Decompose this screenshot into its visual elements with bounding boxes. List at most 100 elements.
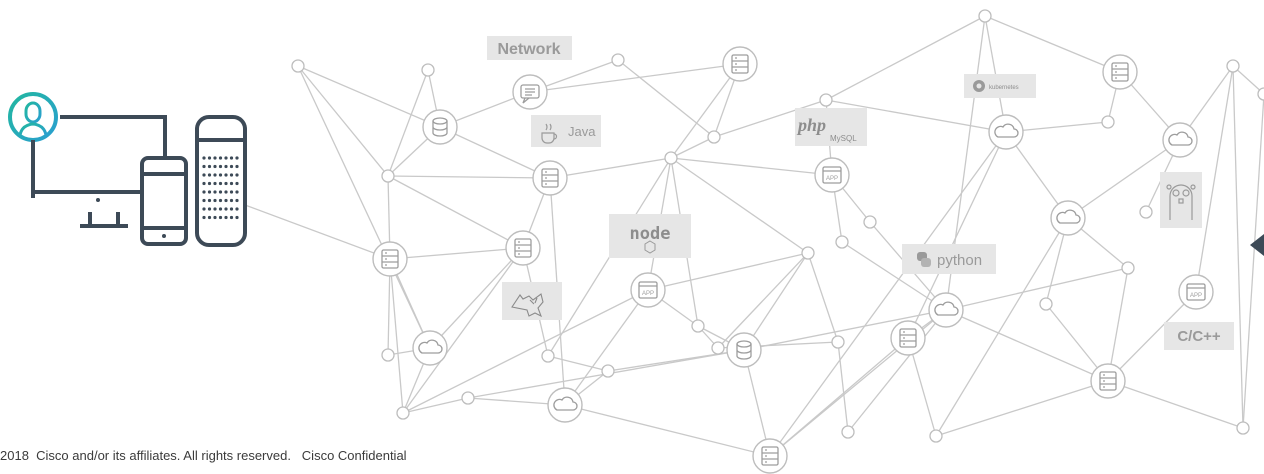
network-node bbox=[863, 215, 877, 229]
node-tag: node bbox=[609, 214, 691, 258]
speaker-grille-dot bbox=[207, 190, 212, 194]
network-link bbox=[713, 99, 827, 138]
speaker-grille-dot bbox=[207, 173, 212, 177]
speaker-grille-dot bbox=[235, 181, 239, 186]
server-node bbox=[722, 46, 758, 82]
network-link bbox=[387, 69, 429, 177]
cloud-node bbox=[1050, 200, 1086, 236]
smart-speaker-icon bbox=[195, 115, 247, 247]
network-node bbox=[1139, 205, 1153, 219]
network-link bbox=[564, 404, 771, 457]
network-link bbox=[825, 15, 986, 101]
speaker-grille-dot bbox=[218, 207, 223, 211]
speaker-grille-dot bbox=[229, 198, 234, 203]
network-link bbox=[841, 241, 947, 311]
network-link bbox=[387, 175, 551, 179]
network-link bbox=[717, 252, 809, 349]
network-node bbox=[541, 349, 555, 363]
server-icon bbox=[514, 238, 532, 258]
database-icon bbox=[432, 117, 448, 137]
network-node bbox=[396, 406, 410, 420]
speaker-grille-dot bbox=[202, 198, 206, 203]
network-link bbox=[1232, 65, 1244, 429]
network-link bbox=[1107, 291, 1197, 382]
speaker-grille-dot bbox=[229, 207, 234, 211]
app-label: APP bbox=[642, 291, 654, 297]
network-node bbox=[381, 348, 395, 362]
network-link bbox=[297, 65, 431, 349]
network-link bbox=[1107, 267, 1129, 382]
cloud-icon bbox=[553, 396, 578, 411]
kubernetes-tag: kubernetes bbox=[964, 74, 1036, 98]
speaker-grille-dot bbox=[224, 190, 228, 194]
speaker-grille-dot bbox=[202, 190, 206, 194]
network-node bbox=[831, 335, 845, 349]
next-arrow-icon bbox=[1250, 234, 1264, 256]
server-icon bbox=[381, 249, 399, 269]
network-node bbox=[601, 364, 615, 378]
server-node bbox=[505, 230, 541, 266]
network-link bbox=[945, 309, 1109, 382]
network-link bbox=[549, 157, 672, 179]
server-node bbox=[532, 160, 568, 196]
network-node bbox=[1121, 261, 1135, 275]
cloud-icon bbox=[934, 301, 959, 316]
speaker-grille-dot bbox=[213, 198, 217, 203]
speaker-grille-dot bbox=[235, 190, 239, 194]
network-link bbox=[984, 15, 1121, 73]
network-node bbox=[841, 425, 855, 439]
speaker-grille-dot bbox=[207, 207, 212, 211]
server-icon bbox=[899, 328, 917, 348]
server-icon bbox=[541, 168, 559, 188]
speaker-grille-dot bbox=[213, 173, 217, 177]
tomcat-cat-icon bbox=[511, 293, 544, 318]
network-link bbox=[429, 247, 524, 349]
network-link bbox=[670, 157, 809, 254]
server-icon bbox=[761, 446, 779, 466]
network-link bbox=[439, 126, 551, 179]
app-label: APP bbox=[1190, 293, 1202, 299]
node-label: node bbox=[630, 224, 671, 244]
network-node bbox=[711, 341, 725, 355]
speaker-grille-dot bbox=[235, 198, 239, 203]
network-link bbox=[907, 131, 1007, 339]
speaker-grille-dot bbox=[213, 156, 217, 160]
app-window-icon bbox=[822, 166, 842, 184]
speaker-grille-dot bbox=[224, 215, 228, 220]
cloud-icon bbox=[418, 339, 443, 354]
network-link bbox=[670, 157, 833, 176]
mysql-label: MySQL bbox=[830, 134, 857, 143]
server-node bbox=[752, 438, 788, 474]
speaker-grille-dot bbox=[224, 198, 228, 203]
network-tag: Network bbox=[487, 36, 572, 60]
speaker-grille-dot bbox=[213, 190, 217, 194]
php-label: php bbox=[796, 115, 826, 135]
network-link bbox=[529, 63, 741, 93]
network-node bbox=[819, 93, 833, 107]
phone-icon bbox=[140, 156, 188, 246]
speaker-grille-dot bbox=[202, 173, 206, 177]
python-label: python bbox=[937, 252, 982, 269]
network-link bbox=[617, 59, 715, 138]
speaker-grille-dot bbox=[213, 164, 217, 169]
network-node bbox=[291, 59, 305, 73]
network-link bbox=[402, 247, 524, 414]
speaker-grille-dot bbox=[207, 164, 212, 169]
cloud-node bbox=[1162, 122, 1198, 158]
network-node bbox=[801, 246, 815, 260]
app-window-icon bbox=[638, 281, 658, 299]
server-node bbox=[890, 320, 926, 356]
speaker-grille-dot bbox=[218, 181, 223, 186]
database-node bbox=[726, 332, 762, 368]
speaker-grille-dot bbox=[224, 181, 228, 186]
speaker-grille-dot bbox=[218, 190, 223, 194]
speaker-grille-dot bbox=[235, 215, 239, 220]
speaker-grille-dot bbox=[235, 173, 239, 177]
network-node bbox=[707, 130, 721, 144]
cpp-tag: C/C++ bbox=[1164, 322, 1234, 350]
network-link bbox=[743, 309, 947, 351]
speaker-grille-dot bbox=[213, 181, 217, 186]
network-node bbox=[1039, 297, 1053, 311]
network-link bbox=[547, 355, 609, 372]
